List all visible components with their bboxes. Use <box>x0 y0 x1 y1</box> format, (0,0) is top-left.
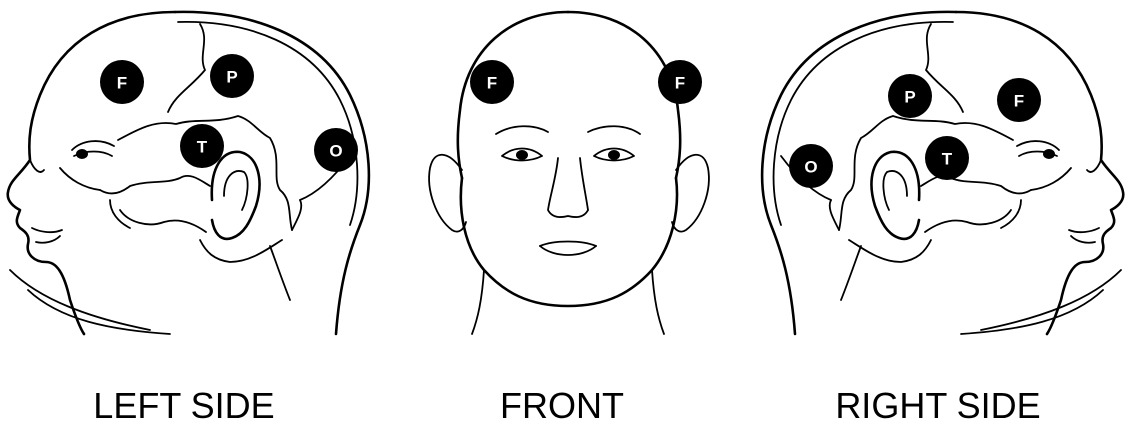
left-marker-temporal-label: T <box>197 138 208 157</box>
left-marker-occipital-label: O <box>329 142 342 161</box>
right-marker-parietal-label: P <box>904 88 915 107</box>
front-eyes <box>502 149 634 161</box>
left-ear <box>212 152 260 239</box>
right-eye <box>1017 141 1059 159</box>
caption-front: FRONT <box>500 388 624 424</box>
right-marker-temporal-label: T <box>942 150 953 169</box>
front-mouth <box>540 242 596 256</box>
front-marker-frontal-right-label: F <box>487 74 497 93</box>
left-marker-temporal: T <box>180 124 224 168</box>
front-marker-frontal-left: F <box>658 60 702 104</box>
left-eye <box>72 141 114 159</box>
front-head-outline <box>429 12 709 334</box>
front-nose <box>548 158 588 217</box>
left-marker-frontal: F <box>100 60 144 104</box>
right-side-head-drawing: P F T O <box>751 0 1131 340</box>
left-side-head-drawing: F P T O <box>0 0 380 340</box>
right-marker-temporal: T <box>925 136 969 180</box>
right-marker-frontal: F <box>997 78 1041 122</box>
left-side-head-panel: F P T O <box>0 0 380 340</box>
front-eyebrows <box>496 126 640 134</box>
left-marker-occipital: O <box>314 128 358 172</box>
front-marker-frontal-left-label: F <box>675 74 685 93</box>
right-ear <box>872 152 920 239</box>
right-marker-occipital: O <box>789 144 833 188</box>
front-marker-frontal-right: F <box>470 60 514 104</box>
right-marker-parietal: P <box>888 74 932 118</box>
left-marker-frontal-label: F <box>117 74 127 93</box>
left-marker-parietal: P <box>210 54 254 98</box>
right-side-head-panel: P F T O <box>751 0 1131 340</box>
left-head-outline <box>8 12 369 334</box>
caption-left-side: LEFT SIDE <box>93 388 274 424</box>
front-head-panel: F F <box>400 0 740 340</box>
caption-right-side: RIGHT SIDE <box>835 388 1040 424</box>
front-head-drawing: F F <box>400 0 740 340</box>
left-marker-parietal-label: P <box>226 68 237 87</box>
right-marker-frontal-label: F <box>1014 92 1024 111</box>
right-marker-occipital-label: O <box>804 158 817 177</box>
